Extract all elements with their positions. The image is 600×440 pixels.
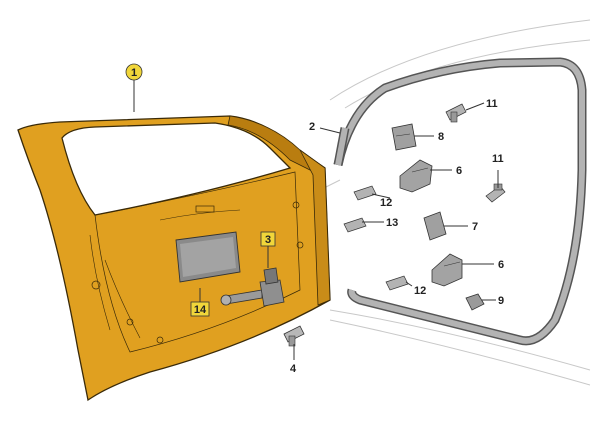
- bolt-11-upper: [445, 103, 467, 123]
- callout-14-label: 14: [194, 304, 207, 316]
- callout-9-label: 9: [498, 295, 504, 307]
- callout-11a-label: 11: [486, 98, 498, 110]
- callout-6a-label: 6: [456, 165, 462, 177]
- bolt-13: [343, 217, 367, 233]
- part-8-hinge-upper: [391, 123, 417, 151]
- part-4-bolt: [283, 325, 305, 347]
- part-14-panel: [175, 231, 241, 283]
- callout-11b-label: 11: [492, 153, 504, 165]
- callout-8-label: 8: [438, 131, 444, 143]
- part-2-door-seal: [333, 57, 587, 346]
- bolt-11-lower: [485, 183, 506, 203]
- callout-1-label: 1: [131, 67, 137, 79]
- door-panel: [17, 115, 331, 402]
- callout-12a-label: 12: [380, 197, 392, 209]
- leader-lines: [133, 80, 499, 360]
- callout-14: 14: [190, 301, 210, 317]
- callout-7-label: 7: [472, 221, 478, 233]
- part-3-check-strap: [220, 267, 285, 307]
- part-6-hinge-lower: [431, 253, 463, 287]
- callout-1: 1: [125, 63, 143, 81]
- callout-3-label: 3: [265, 234, 271, 246]
- callout-2-label: 2: [309, 121, 315, 133]
- callout-4-label: 4: [290, 363, 297, 375]
- part-6-hinge-upper: [399, 159, 433, 193]
- part-9-cap: [465, 293, 485, 311]
- part-7-hinge-lower: [423, 211, 447, 241]
- callout-13-label: 13: [386, 217, 398, 229]
- callout-12b-label: 12: [414, 285, 426, 297]
- callout-3: 3: [260, 231, 276, 247]
- bolt-12-upper: [353, 185, 377, 201]
- bolt-12-lower: [385, 275, 409, 291]
- callout-6b-label: 6: [498, 259, 504, 271]
